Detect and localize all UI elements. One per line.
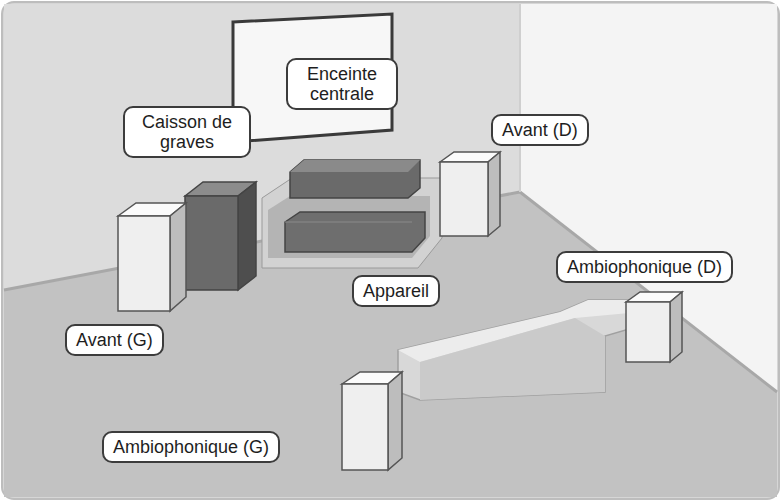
callout-box: Ambiophonique (G): [102, 431, 280, 463]
callout-box: Avant (D): [491, 114, 589, 146]
callout-box: Avant (G): [65, 324, 164, 356]
callout-label: Avant (G): [76, 330, 153, 350]
callout-label: Avant (D): [502, 120, 578, 140]
callout-box: Ambiophonique (D): [556, 251, 733, 283]
callout-box: Appareil: [352, 275, 440, 307]
callout-box: Enceinte centrale: [286, 58, 398, 110]
callout-label: Appareil: [363, 281, 429, 301]
callout-label: Ambiophonique (G): [113, 437, 269, 457]
callout-label: Caisson de graves: [134, 112, 240, 152]
callout-label: Ambiophonique (D): [567, 257, 722, 277]
callout-label: Enceinte centrale: [297, 64, 387, 104]
callout-box: Caisson de graves: [123, 106, 251, 158]
